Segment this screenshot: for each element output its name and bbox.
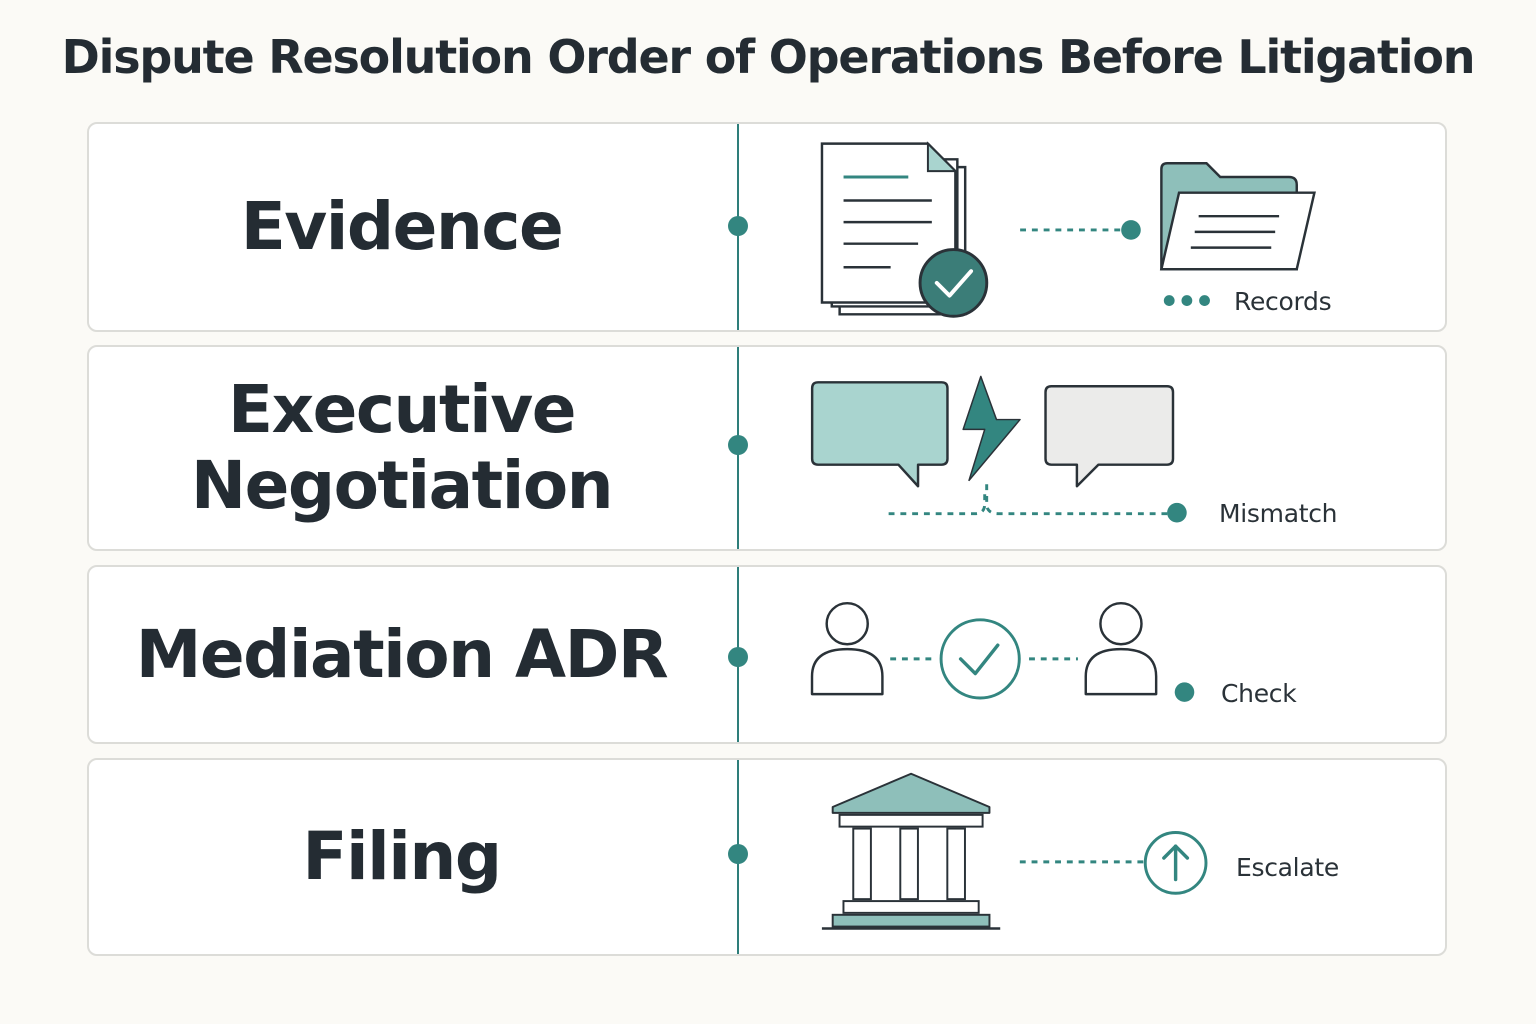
step-label-line: Negotiation bbox=[190, 447, 614, 524]
negotiation-illustration bbox=[810, 375, 1187, 523]
check-circle-icon bbox=[939, 618, 1021, 700]
step-row-mediation-adr: Mediation ADR Check bbox=[87, 565, 1447, 744]
filing-illustration bbox=[821, 772, 1208, 930]
speech-bubble-gray-icon bbox=[1044, 384, 1175, 488]
step-tag: Check bbox=[1221, 679, 1297, 708]
timeline-dot bbox=[728, 216, 748, 236]
step-label-line: Evidence bbox=[240, 188, 564, 265]
step-label-line: Filing bbox=[302, 818, 502, 895]
person-right-icon bbox=[1084, 601, 1158, 696]
step-label: Executive Negotiation bbox=[89, 347, 714, 549]
check-badge-icon bbox=[918, 248, 989, 318]
courthouse-icon bbox=[821, 772, 1001, 930]
speech-bubble-teal-icon bbox=[810, 381, 949, 488]
evidence-illustration bbox=[820, 141, 1316, 318]
step-row-filing: Filing Escalate bbox=[87, 758, 1447, 956]
document-stack-icon bbox=[820, 141, 967, 316]
page-title: Dispute Resolution Order of Operations B… bbox=[61, 30, 1476, 84]
person-left-icon bbox=[810, 601, 884, 696]
timeline-dot bbox=[728, 647, 748, 667]
timeline-dot bbox=[728, 435, 748, 455]
step-tag: Mismatch bbox=[1219, 499, 1338, 528]
step-label-line: Executive bbox=[228, 371, 577, 448]
step-label: Filing bbox=[89, 760, 714, 954]
mediation-illustration bbox=[810, 601, 1195, 702]
step-tag: Records bbox=[1234, 287, 1332, 316]
step-row-evidence: Evidence bbox=[87, 122, 1447, 332]
folder-icon bbox=[1159, 162, 1316, 271]
step-row-executive-negotiation: Executive Negotiation Mismatch bbox=[87, 345, 1447, 551]
step-label: Mediation ADR bbox=[89, 567, 714, 742]
step-label-line: Mediation ADR bbox=[135, 615, 669, 693]
step-tag: Escalate bbox=[1236, 853, 1339, 882]
dots-icon bbox=[1163, 295, 1210, 306]
lightning-icon bbox=[962, 375, 1021, 482]
arrow-up-circle-icon bbox=[1143, 831, 1208, 895]
timeline-dot bbox=[728, 844, 748, 864]
step-label: Evidence bbox=[89, 124, 714, 330]
